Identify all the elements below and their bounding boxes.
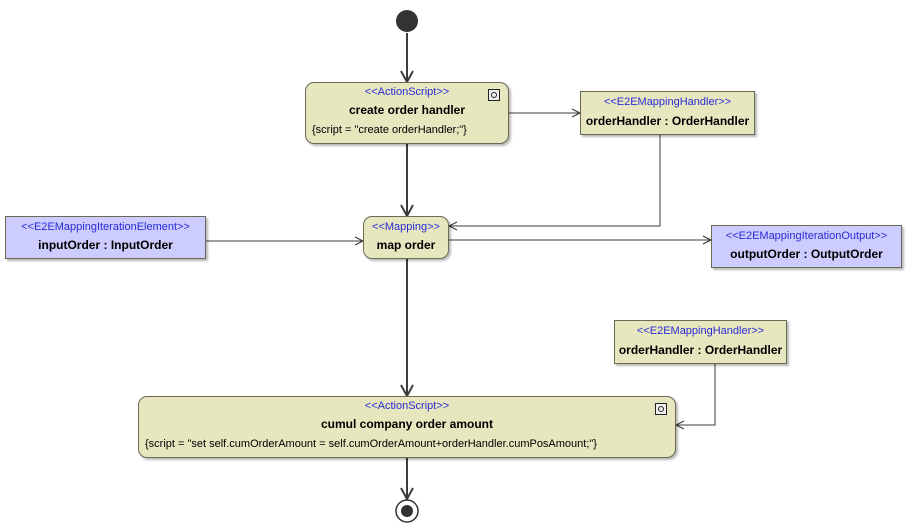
pin-stereotype: <<E2EMappingHandler>>: [603, 96, 732, 108]
action-map-order[interactable]: <<Mapping>> map order: [363, 216, 449, 259]
gear-icon: [655, 403, 667, 415]
pin-title: orderHandler : OrderHandler: [585, 114, 750, 128]
action-title: map order: [376, 238, 436, 252]
action-stereotype: <<ActionScript>>: [364, 86, 450, 98]
action-title: create order handler: [348, 103, 466, 117]
final-node-icon[interactable]: [395, 499, 419, 523]
pin-order-handler-bottom[interactable]: <<E2EMappingHandler>> orderHandler : Ord…: [614, 320, 787, 364]
initial-node-icon[interactable]: [396, 10, 418, 32]
action-create-order-handler[interactable]: <<ActionScript>> create order handler {s…: [305, 82, 509, 144]
action-script: {script = "set self.cumOrderAmount = sel…: [145, 438, 597, 450]
pin-title: outputOrder : OutputOrder: [730, 247, 883, 261]
pin-input-order[interactable]: <<E2EMappingIterationElement>> inputOrde…: [5, 216, 206, 259]
pin-title: orderHandler : OrderHandler: [618, 343, 783, 357]
pin-title: inputOrder : InputOrder: [38, 238, 173, 252]
pin-stereotype: <<E2EMappingIterationElement>>: [21, 221, 190, 233]
action-cumul-company-order-amount[interactable]: <<ActionScript>> cumul company order amo…: [138, 396, 676, 458]
action-stereotype: <<ActionScript>>: [364, 400, 450, 412]
action-stereotype: <<Mapping>>: [372, 221, 440, 233]
pin-stereotype: <<E2EMappingHandler>>: [636, 325, 765, 337]
pin-order-handler-top[interactable]: <<E2EMappingHandler>> orderHandler : Ord…: [580, 91, 755, 135]
pin-output-order[interactable]: <<E2EMappingIterationOutput>> outputOrde…: [711, 225, 902, 268]
gear-icon: [488, 89, 500, 101]
flow-handler-to-cumul: [676, 364, 716, 425]
action-title: cumul company order amount: [320, 417, 494, 431]
pin-stereotype: <<E2EMappingIterationOutput>>: [725, 230, 888, 242]
action-script: {script = "create orderHandler;"}: [312, 124, 467, 136]
flow-handler-to-map: [449, 135, 661, 226]
